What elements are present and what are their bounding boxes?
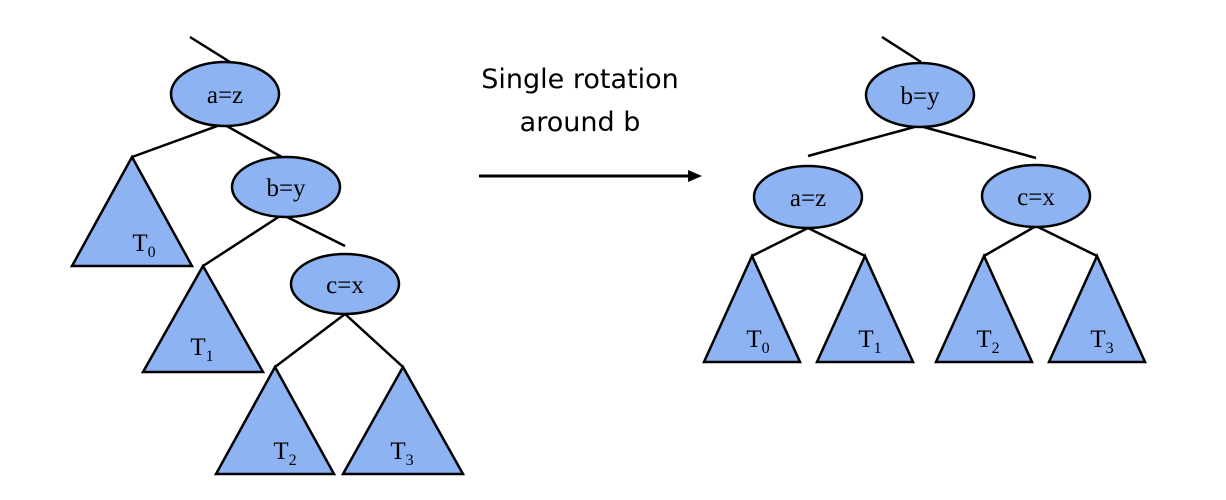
after-edge-parent-b [881,35,922,64]
before-edge-a-t0 [131,123,221,159]
caption-line-2: around b [520,107,641,138]
caption-line-1: Single rotation [481,64,678,95]
after-edge-b-c [919,124,1037,160]
after-edge-a-t1 [807,226,866,258]
before-edge-b-c [284,214,346,248]
before-node-a-label: a=z [207,82,243,109]
before-node-a [169,60,281,128]
after-edge-c-t2 [983,224,1037,258]
after-subtree-t1-label: T1 [858,326,881,357]
before-node-b-label: b=y [266,175,306,202]
after-tree: b=y a=z c=x T0 T1 T2 T3 [702,35,1147,364]
before-node-c-label: c=x [326,272,364,299]
before-edge-c-t2 [274,313,346,368]
before-edge-c-t3 [344,313,404,368]
before-edge-b-t1 [202,214,281,268]
after-node-c-label: c=x [1017,184,1055,211]
right-arrow-icon [479,170,702,182]
after-subtree-t3 [1047,252,1147,364]
before-subtree-t2-label: T2 [273,438,296,469]
after-subtree-t2-label: T2 [976,326,999,357]
before-tree: a=z b=y c=x T0 T1 T2 T3 [69,35,466,476]
after-node-b [864,61,976,129]
before-subtree-t3 [340,364,466,476]
after-subtree-t0-label: T0 [746,326,769,357]
after-node-a [752,164,864,230]
before-subtree-t0-label: T0 [132,230,155,261]
before-edge-parent-a [189,35,231,64]
before-subtree-t3-label: T3 [390,438,413,469]
before-subtree-t1 [140,263,266,374]
after-edge-a-t0 [751,226,809,258]
after-node-b-label: b=y [900,83,940,110]
after-subtree-t1 [815,252,915,364]
before-node-c [289,252,401,316]
rotation-caption: Single rotation around b [481,64,678,138]
after-subtree-t2 [934,252,1034,364]
after-edge-b-a [807,124,919,158]
after-node-a-label: a=z [790,185,826,212]
after-subtree-t0 [702,252,802,364]
before-subtree-t0 [69,154,195,268]
after-node-c [980,163,1092,229]
before-edge-a-b [224,123,288,162]
before-node-b [230,155,342,219]
after-edge-c-t3 [1035,224,1098,258]
before-subtree-t1-label: T1 [190,334,213,365]
after-subtree-t3-label: T3 [1090,326,1113,357]
before-subtree-t2 [213,364,337,476]
